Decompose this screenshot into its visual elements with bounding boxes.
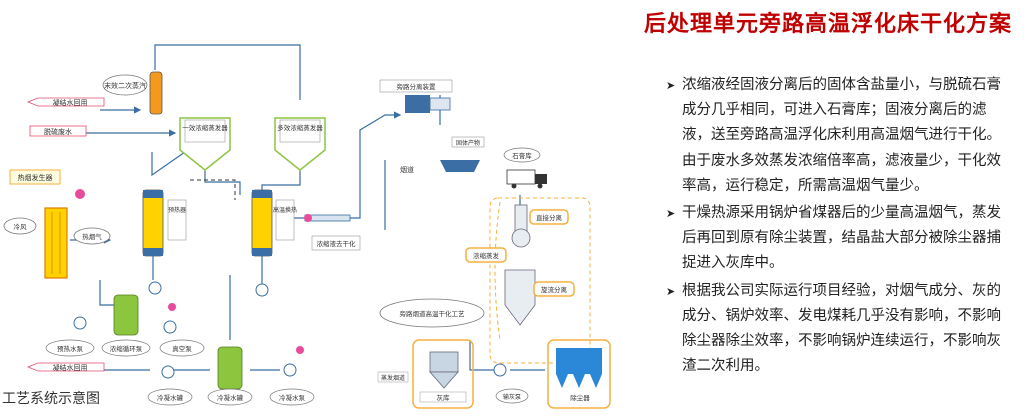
evaporator-column-2 [251, 189, 273, 257]
svg-text:凝结水回用: 凝结水回用 [53, 363, 88, 372]
effect1-separator: 一效浓缩蒸发器 [179, 117, 231, 171]
condensate-out-tag: 凝结水回用 [26, 97, 105, 107]
tank1-label: 冷凝水罐 [157, 393, 184, 402]
svg-text:预热器: 预热器 [168, 206, 186, 214]
svg-text:凝结水回用: 凝结水回用 [53, 98, 88, 107]
fluidbed-outline [489, 197, 591, 364]
ash-silo-outline [412, 339, 474, 409]
svg-text:浓缩蒸发: 浓缩蒸发 [473, 251, 500, 260]
dust-collector-icon [556, 348, 602, 388]
hot-gas-generator: 热烟发生器 [9, 169, 68, 279]
fluidbed-column [504, 204, 536, 326]
evaporator-column-1 [142, 189, 164, 257]
svg-text:脱硫废水: 脱硫废水 [44, 127, 72, 136]
svg-text:高温换热: 高温换热 [273, 206, 297, 214]
pump-a-label: 预热水泵 [57, 344, 84, 353]
bullet-arrow-icon: ➤ [666, 207, 676, 221]
truck-icon [506, 169, 547, 189]
svg-text:直接分离: 直接分离 [536, 213, 563, 222]
preheater-box-2 [275, 199, 295, 241]
condensate-tank-1 [113, 294, 139, 336]
svg-text:多效浓缩蒸发器: 多效浓缩蒸发器 [277, 123, 323, 132]
cold-air-bubble [3, 217, 37, 235]
solids-out-box [451, 136, 485, 148]
boat-icon [440, 160, 480, 172]
condenser-column [149, 71, 163, 115]
evap-flue-box [377, 371, 409, 383]
tank2-label: 冷凝水罐 [217, 393, 244, 402]
condenser-note-bubble [102, 74, 148, 96]
pump-b-label: 浓缩循环泵 [110, 344, 143, 353]
svg-text:一效浓缩蒸发器: 一效浓缩蒸发器 [182, 123, 228, 132]
diagram-caption: 工艺系统示意图 [2, 391, 100, 407]
flue-label: 烟道 [400, 165, 414, 174]
nucleation-tag [465, 247, 507, 263]
wastewater-in-tag: 脱硫废水 [29, 125, 87, 137]
pink-ball-3 [296, 346, 304, 354]
screw-conveyor [304, 214, 351, 222]
svg-text:固体产物: 固体产物 [456, 139, 480, 147]
svg-text:旁路烟道高温干化工艺: 旁路烟道高温干化工艺 [400, 309, 466, 318]
bullet-arrow-icon: ➤ [666, 79, 676, 92]
svg-text:旁路分离装置: 旁路分离装置 [397, 82, 437, 91]
condensate-in-tag: 凝结水回用 [26, 362, 105, 372]
svg-text:旋流分离: 旋流分离 [541, 285, 568, 294]
pink-ball-2 [168, 303, 176, 311]
slide-title: 后处理单元旁路高温浮化床干化方案 [643, 12, 1012, 37]
svg-text:热烟发生器: 热烟发生器 [18, 173, 53, 182]
bypass-dashed-line [190, 179, 236, 200]
process-flow-diagram: 末效二次蒸汽 凝结水回用 脱硫废水 一效浓缩蒸发器 多效浓缩蒸发器 热烟发生器 … [3, 44, 611, 409]
cyclone-sep-tag [533, 281, 575, 297]
svg-text:浓缩液去干化: 浓缩液去干化 [317, 239, 357, 248]
pump-icon [73, 281, 507, 379]
bullet-arrow-icon: ➤ [666, 284, 676, 298]
svg-text:蒸发烟道: 蒸发烟道 [381, 374, 405, 382]
gas-cyclone-unit: 旁路分离装置 [379, 79, 453, 113]
svg-text:冷风: 冷风 [14, 222, 28, 231]
pump-c-label: 真空泵 [172, 344, 192, 353]
preheater-box-1 [167, 199, 187, 241]
svg-text:石膏库: 石膏库 [512, 151, 532, 160]
bullet-list: ➤浓缩液经固液分离后的固体含盐量小，与脱硫石膏成分几乎相同，可进入石膏库；固液分… [666, 73, 1011, 381]
condensate-tank-2 [217, 346, 243, 390]
bullet-item-1: ➤浓缩液经固液分离后的固体含盐量小，与脱硫石膏成分几乎相同，可进入石膏库；固液分… [666, 73, 1011, 199]
svg-text:热烟气: 热烟气 [82, 232, 102, 241]
collector-outline [547, 339, 611, 409]
ash-silo-icon [429, 351, 459, 389]
pump-d-label: 冷凝水泵 [279, 393, 306, 402]
bypass-note-bubble [379, 298, 485, 328]
hot-air-bubble [73, 227, 111, 245]
gypsum-bubble [503, 147, 541, 163]
condenser-label: 末效二次蒸汽 [104, 81, 146, 90]
collector-label: 除尘器 [570, 393, 590, 402]
effect2-separator: 多效浓缩蒸发器 [274, 117, 326, 171]
direct-sep-tag [529, 209, 569, 225]
dashed-orange-loop [494, 201, 501, 341]
bullet-item-2: ➤干燥热源采用锅炉省煤器后的少量高温烟气，蒸发后再回到原有除尘装置，结晶盐大部分… [666, 201, 1011, 277]
bullet-item-3: ➤根据我公司实际运行项目经验，对烟气成分、灰的成分、锅炉效率、发电煤耗几乎没有影… [666, 279, 1011, 380]
ash-silo-label: 灰库 [437, 393, 451, 402]
pink-ball-1 [75, 189, 85, 199]
dust-pump-label: 输灰泵 [503, 393, 521, 401]
to-fluidbed-box [311, 235, 361, 251]
